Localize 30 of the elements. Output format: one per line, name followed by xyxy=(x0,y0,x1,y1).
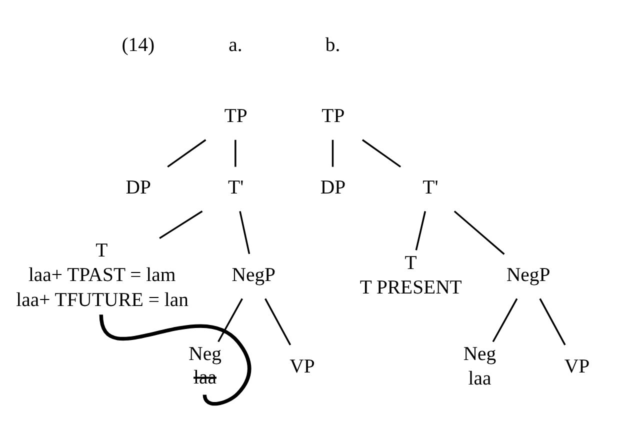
connector xyxy=(415,211,426,250)
node-text: Neg laa xyxy=(188,342,222,388)
connector xyxy=(218,298,243,342)
node-text: T' xyxy=(422,176,438,199)
node-text: TP xyxy=(224,105,248,128)
node-text: T laa+ TPAST = lam laa+ TFUTURE = lan xyxy=(16,240,189,311)
label: (14) xyxy=(122,34,155,56)
node-text: NegP xyxy=(506,264,550,286)
connector xyxy=(99,314,252,406)
connector xyxy=(159,210,203,239)
connector xyxy=(492,298,518,342)
connector xyxy=(454,210,505,255)
connector xyxy=(167,139,206,168)
node-text: T' xyxy=(228,176,244,199)
node-text: VP xyxy=(290,355,315,378)
node-text: TP xyxy=(322,105,345,128)
connector xyxy=(332,140,334,167)
node-text: T T PRESENT xyxy=(360,252,462,298)
node-text: DP xyxy=(320,176,346,199)
label: a. xyxy=(228,34,242,56)
label: b. xyxy=(325,34,340,56)
node-text: NegP xyxy=(232,264,276,286)
node-text: Neg laa xyxy=(463,342,496,390)
connector xyxy=(264,298,292,346)
connector xyxy=(239,211,250,254)
connector xyxy=(362,139,402,168)
connector xyxy=(539,298,566,346)
connector xyxy=(234,140,236,167)
node-text: DP xyxy=(126,176,151,199)
node-text: VP xyxy=(564,355,590,378)
